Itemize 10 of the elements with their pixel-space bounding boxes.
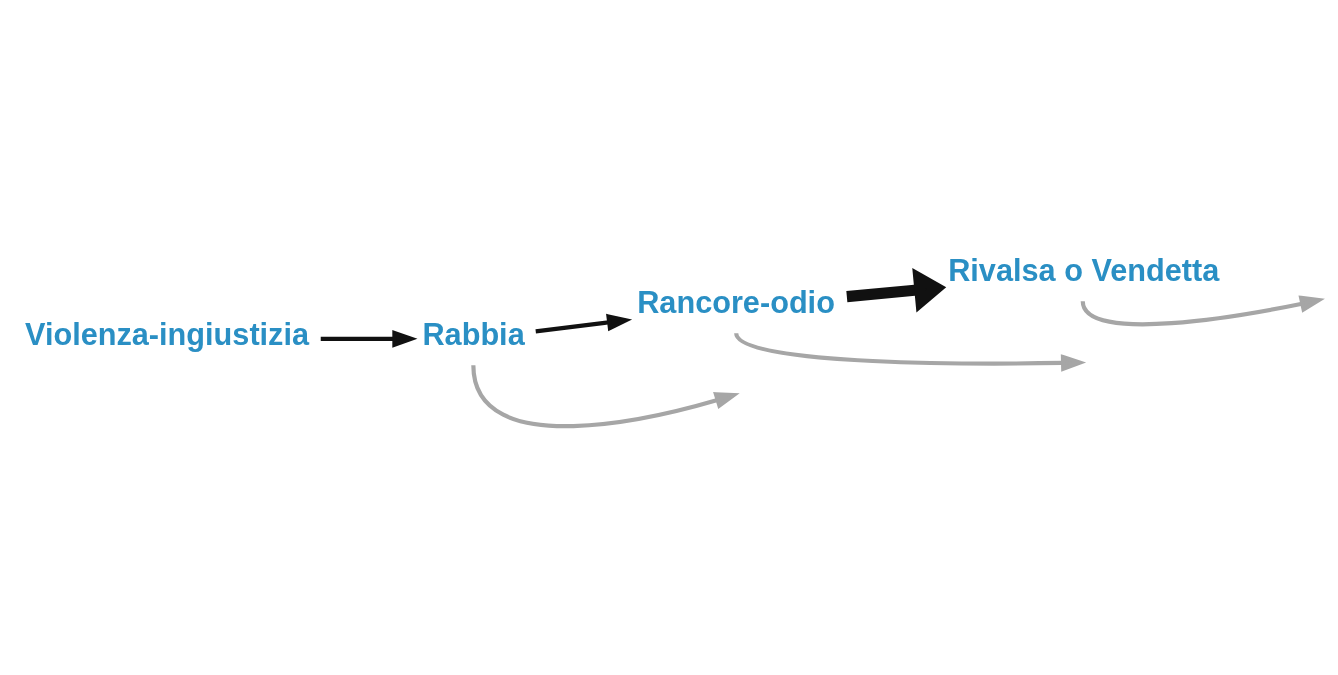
arrow <box>535 313 633 333</box>
arrow <box>1080 294 1325 326</box>
arrow <box>734 331 1087 372</box>
arrow <box>471 364 740 428</box>
node-text: Rancore-odio <box>637 284 835 320</box>
arrow <box>846 267 947 313</box>
node-text: Rivalsa o Vendetta <box>948 252 1220 288</box>
node-text: Rabbia <box>422 316 525 352</box>
node-text: Violenza-ingiustizia <box>24 316 310 352</box>
arrow <box>320 329 418 348</box>
